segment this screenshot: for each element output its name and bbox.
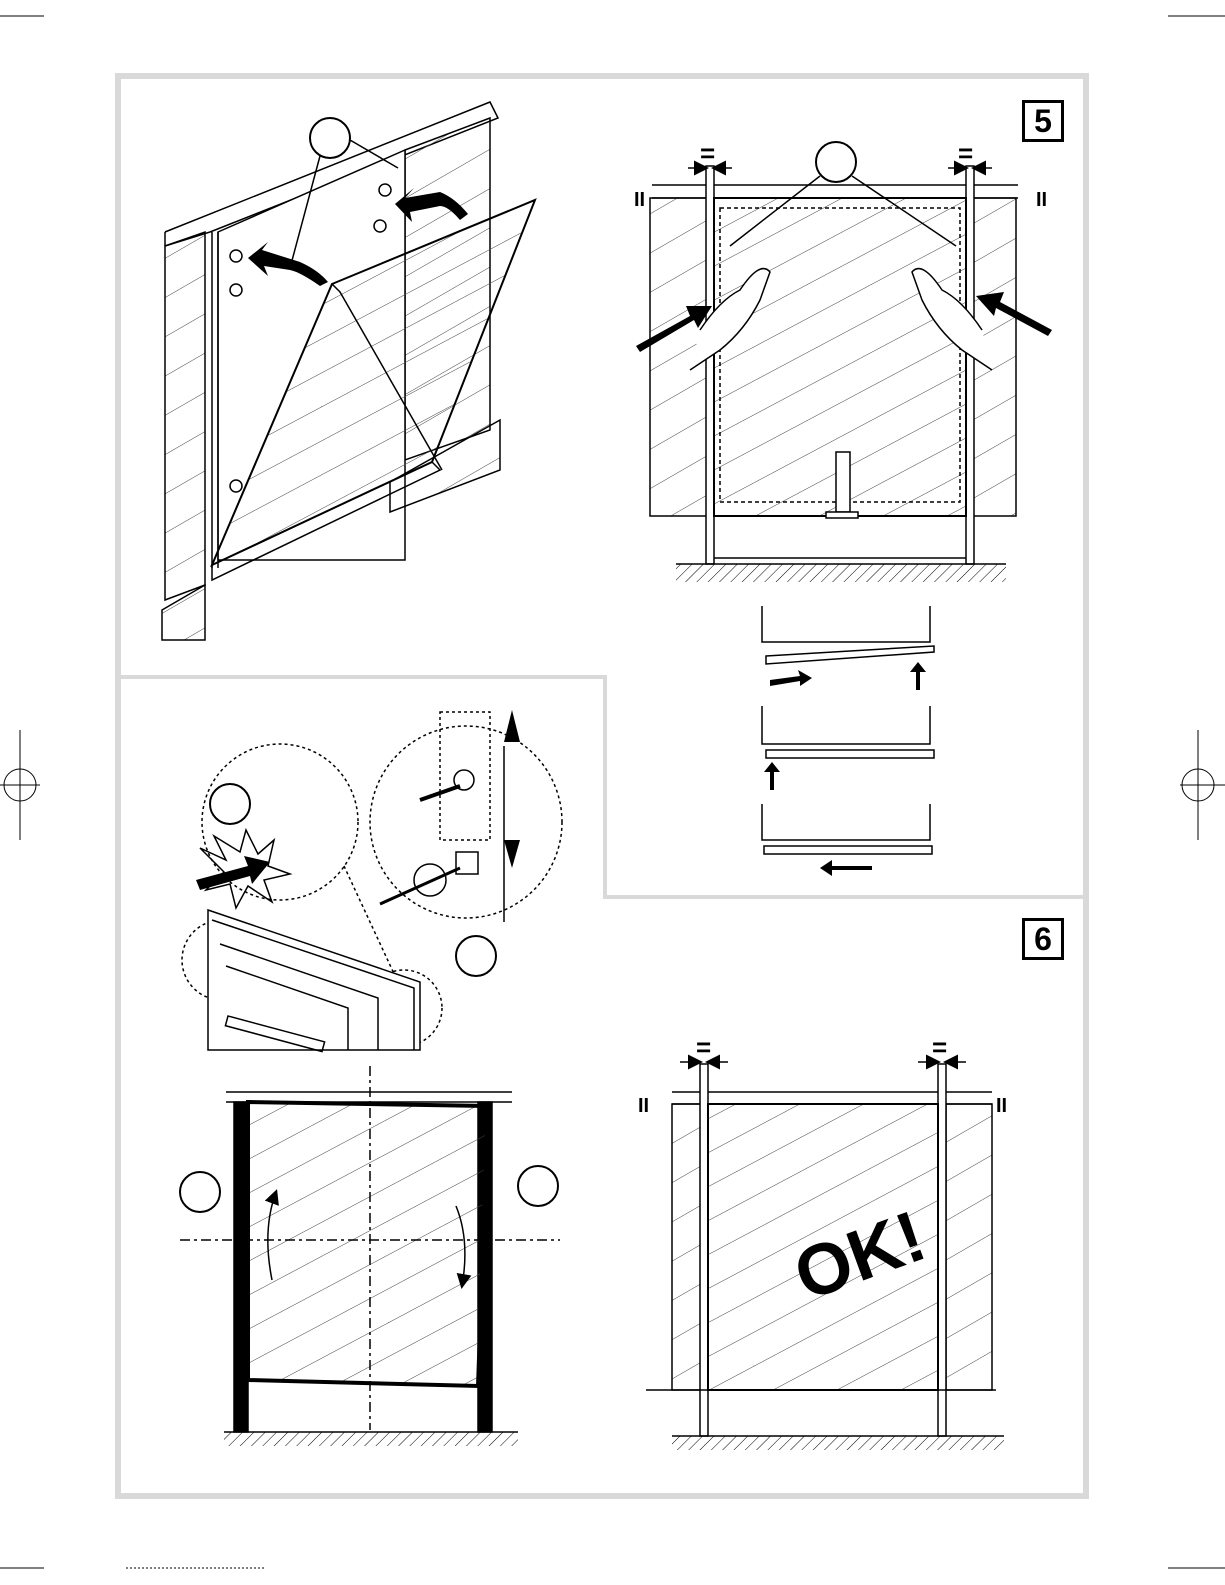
equal-mark-top-left: = bbox=[700, 138, 715, 168]
parallel-mark-bottom-left: II bbox=[638, 1095, 649, 1117]
alignment-front-view bbox=[650, 142, 1018, 582]
skewed-door-view bbox=[180, 1066, 560, 1446]
parallel-mark-bottom-right: II bbox=[996, 1095, 1007, 1117]
parallel-mark-top-right: II bbox=[1036, 189, 1047, 211]
step-number-6: 6 bbox=[1022, 918, 1064, 960]
equal-mark-bottom-right: = bbox=[932, 1032, 947, 1062]
offset-detail-1 bbox=[762, 606, 934, 664]
equal-mark-top-right: = bbox=[958, 138, 973, 168]
adjustment-detail bbox=[182, 712, 562, 1052]
offset-detail-3 bbox=[762, 804, 932, 854]
step-number-5: 5 bbox=[1022, 100, 1064, 142]
equal-mark-bottom-left: = bbox=[696, 1032, 711, 1062]
offset-detail-2 bbox=[762, 706, 934, 758]
door-hanging-illustration bbox=[162, 102, 535, 640]
offset-arrows bbox=[764, 662, 926, 876]
parallel-mark-top-left: II bbox=[634, 189, 645, 211]
